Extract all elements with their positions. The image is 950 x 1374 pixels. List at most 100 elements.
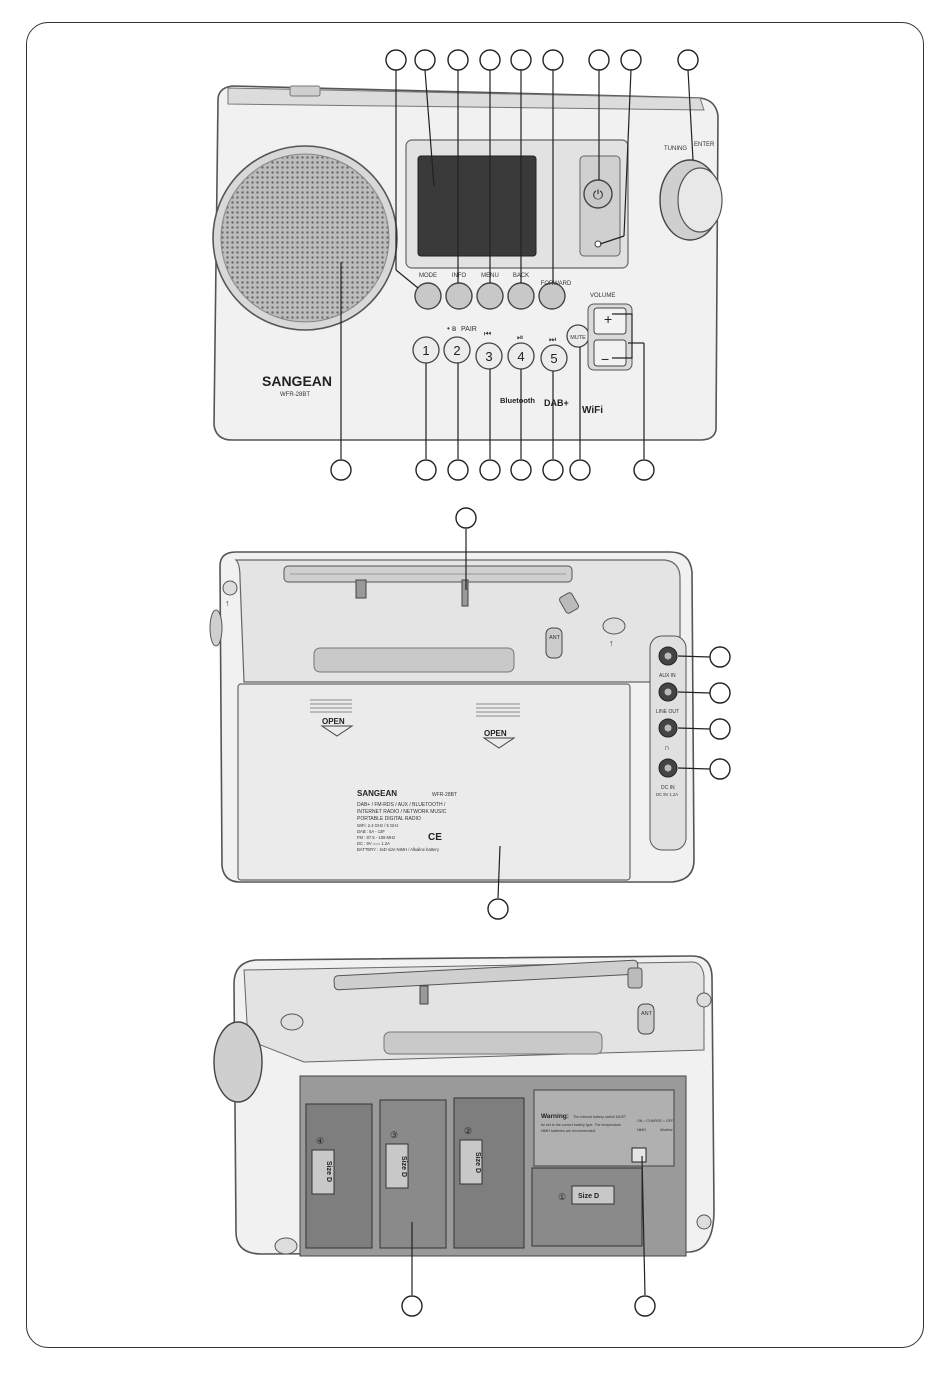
line-out-jack[interactable]: LINE OUT (656, 682, 679, 715)
top-buttons: MODE INFO MENU BACK FORWARD (414, 273, 572, 310)
callout-marker (588, 49, 610, 71)
headphone-icon: ∩ (664, 743, 670, 752)
svg-text:CE: CE (428, 832, 442, 843)
svg-text:1: 1 (422, 343, 429, 358)
svg-text:−: − (601, 351, 609, 367)
callout-markers (330, 49, 731, 1317)
callout-marker (487, 898, 509, 920)
open-label-left: OPEN (322, 717, 345, 726)
preset-1-button[interactable]: 1 (412, 336, 440, 364)
ant-socket[interactable]: ANT (545, 627, 563, 659)
mute-button[interactable]: MUTE (566, 324, 590, 348)
svg-text:Size D: Size D (400, 1156, 407, 1177)
svg-text:Size D: Size D (578, 1193, 599, 1200)
enter-label: ENTER (694, 142, 715, 148)
volume-down-button[interactable]: − (593, 339, 627, 367)
callout-marker (385, 49, 407, 71)
svg-text:DC IN: DC IN (661, 785, 675, 791)
volume-up-button[interactable]: + (593, 307, 627, 335)
callout-marker (709, 646, 731, 668)
speaker-grille (212, 145, 398, 331)
brand-logo: SANGEAN (262, 373, 332, 389)
callout-marker (415, 459, 437, 481)
battery-slot-1: Size D ① (531, 1167, 643, 1247)
svg-text:ANT: ANT (641, 1011, 653, 1017)
svg-text:PORTABLE DIGITAL RADIO: PORTABLE DIGITAL RADIO (357, 816, 421, 822)
headphone-jack[interactable]: ∩ (658, 718, 678, 752)
ant-socket-bottom[interactable]: ANT (637, 1003, 655, 1035)
battery-slot-2: Size D ② (453, 1097, 525, 1249)
svg-text:DC : 9V === 1.2A: DC : 9V === 1.2A (357, 841, 390, 846)
callout-marker (414, 49, 436, 71)
pair-label: PAIR (461, 326, 477, 333)
strap-lug-right (602, 617, 626, 635)
callout-marker (569, 459, 591, 481)
preset-2-button[interactable]: 2 (443, 336, 471, 364)
callout-marker (510, 459, 532, 481)
lcd-display (417, 155, 537, 257)
tuning-label: TUNING (664, 146, 687, 152)
preset-4-button[interactable]: 4 (507, 342, 535, 370)
battery-slot-4: Size D ④ (305, 1103, 373, 1249)
svg-text:2: 2 (453, 343, 460, 358)
callout-leaders (340, 69, 711, 1296)
arrow-up-icon-right: ↑ (609, 638, 614, 648)
wifi-logo: WiFi (582, 405, 603, 416)
svg-text:INTERNET RADIO / NETWORK MUSIC: INTERNET RADIO / NETWORK MUSIC (357, 809, 447, 815)
mode-button[interactable]: MODE (414, 273, 442, 310)
model-label: WFR-28BT (280, 392, 310, 398)
callout-marker (634, 1295, 656, 1317)
callout-marker (447, 459, 469, 481)
front-view: ⏻ TUNING ENTER MODE INFO MENU (212, 85, 723, 441)
svg-text:②: ② (464, 1126, 472, 1136)
aux-in-jack[interactable]: AUX IN (658, 646, 678, 679)
svg-text:③: ③ (390, 1130, 398, 1140)
svg-text:WiFi: 2.4 GHz / 5 GHz: WiFi: 2.4 GHz / 5 GHz (357, 823, 398, 828)
callout-marker (709, 718, 731, 740)
next-icon: ⏭ (549, 335, 556, 344)
callout-marker (709, 758, 731, 780)
svg-text:Size D: Size D (474, 1152, 481, 1173)
svg-text:④: ④ (316, 1136, 324, 1146)
svg-text:3: 3 (485, 349, 492, 364)
callout-marker (620, 49, 642, 71)
preset-5-button[interactable]: 5 (540, 344, 568, 372)
info-button[interactable]: INFO (445, 273, 473, 310)
battery-warning-label: Warning: The internal battery switch MUS… (541, 1113, 627, 1133)
cover-vents-right (476, 703, 520, 717)
svg-text:DAB+ / FM-RDS / AUX / BLUETOOT: DAB+ / FM-RDS / AUX / BLUETOOTH / (357, 802, 446, 808)
svg-text:ANT: ANT (549, 635, 561, 641)
preset-3-button[interactable]: 3 (475, 342, 503, 370)
battery-slot-3: Size D ③ (379, 1099, 447, 1249)
callout-marker (510, 49, 532, 71)
svg-text:4: 4 (517, 349, 524, 364)
svg-text:①: ① (558, 1192, 566, 1202)
svg-text:LINE OUT: LINE OUT (656, 709, 679, 715)
callout-marker (677, 49, 699, 71)
svg-text:SANGEAN: SANGEAN (357, 789, 397, 798)
dc-in-jack[interactable]: DC IN DC 9V 1.2A (656, 758, 678, 797)
preset-buttons: 1 2 3 4 5 (412, 336, 568, 372)
callout-marker (455, 507, 477, 529)
back-view: ANT ↑ ↑ ⇓ OPEN OPEN SANGEAN WFR-28B (209, 551, 695, 883)
rating-label: SANGEAN WFR-28BT DAB+ / FM-RDS / AUX / B… (357, 789, 457, 852)
svg-text:NiMH: NiMH (637, 1128, 646, 1132)
telescopic-antenna[interactable] (283, 565, 580, 614)
tuning-knob-side (213, 1021, 263, 1103)
callout-marker (542, 459, 564, 481)
svg-text:NiMH batteries are recommended: NiMH batteries are recommended. (541, 1129, 596, 1133)
battery-cover[interactable] (237, 683, 631, 881)
callout-marker (330, 459, 352, 481)
play-pause-icon: ⏯ (517, 333, 523, 342)
tuning-knob[interactable] (659, 159, 723, 241)
telescopic-antenna-top[interactable] (333, 959, 643, 1005)
open-label-right: OPEN (484, 729, 507, 738)
callout-marker (447, 49, 469, 71)
svg-text:MUTE: MUTE (570, 335, 586, 341)
callout-marker (709, 682, 731, 704)
power-button[interactable]: ⏻ (583, 179, 613, 209)
callout-marker (542, 49, 564, 71)
callout-marker (401, 1295, 423, 1317)
forward-button[interactable]: FORWARD (538, 281, 572, 310)
